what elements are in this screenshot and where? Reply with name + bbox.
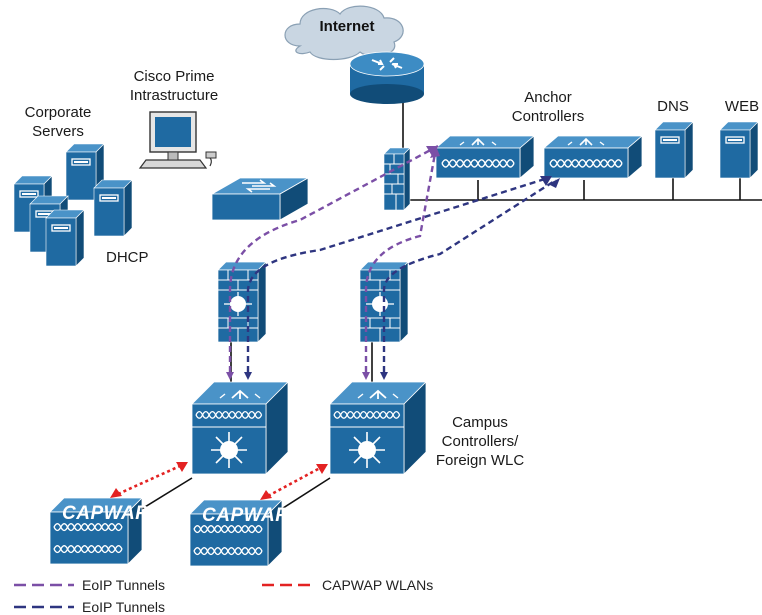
dns-server-icon (654, 121, 694, 179)
capwap-label-1: CAPWAP (62, 503, 148, 524)
campus-controller-1 (192, 382, 288, 474)
tunnel-arrowheads (226, 146, 560, 380)
dhcp-label: DHCP (106, 249, 149, 266)
web-server-icon (719, 121, 759, 179)
distribution-tower-1 (217, 261, 267, 343)
anchor-controller-2 (544, 136, 642, 178)
cisco-prime-label-line2: Intrastructure (130, 87, 218, 104)
capwap-label-2: CAPWAP (202, 505, 288, 526)
corporate-servers-label-line2: Servers (32, 123, 84, 140)
anchor-controllers-label-line2: Controllers (512, 108, 585, 125)
legend: EoIP Tunnels EoIP Tunnels CAPWAP WLANs (14, 577, 433, 615)
legend-label-eoip-purple: EoIP Tunnels (82, 577, 165, 593)
campus-controller-2 (330, 382, 426, 474)
web-label: WEB (725, 98, 759, 115)
switch-icon (210, 177, 310, 221)
corporate-servers-icon (13, 143, 133, 267)
dns-label: DNS (657, 98, 689, 115)
capwap-arrowheads (110, 462, 328, 500)
router-icon (349, 51, 425, 104)
campus-controllers-label-line1: Campus (452, 414, 508, 431)
internet-cloud: Internet (284, 5, 404, 61)
edge-firewall-icon (383, 147, 411, 211)
campus-controllers-label-line3: Foreign WLC (436, 452, 525, 469)
internet-label: Internet (319, 18, 374, 35)
eoip-tunnels (228, 144, 557, 372)
cisco-prime-computer-icon (138, 111, 217, 169)
cisco-prime-label-line1: Cisco Prime (134, 68, 215, 85)
corporate-servers-label-line1: Corporate (25, 104, 92, 121)
campus-controllers-label-line2: Controllers/ (442, 433, 520, 450)
anchor-controllers-label-line1: Anchor (524, 89, 572, 106)
anchor-controller-1 (436, 136, 534, 178)
capwap-links (117, 464, 321, 498)
legend-label-capwap: CAPWAP WLANs (322, 577, 433, 593)
legend-label-eoip-blue: EoIP Tunnels (82, 599, 165, 615)
